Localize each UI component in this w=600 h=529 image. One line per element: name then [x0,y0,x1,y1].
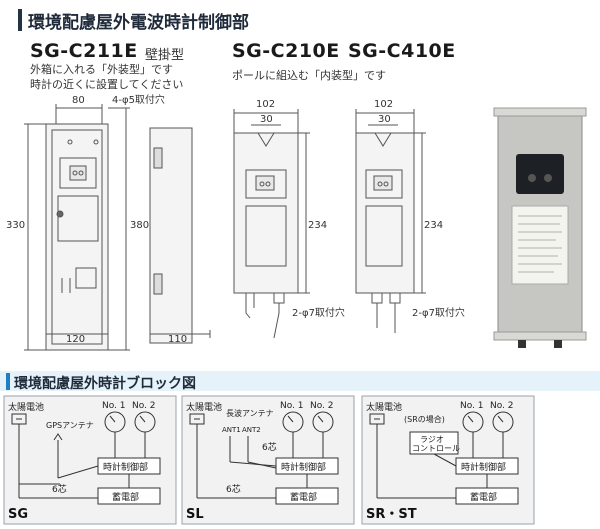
block-section-band [0,371,600,391]
model-name-right: SG-C410E [348,40,456,62]
sl-cable2-label: 6芯 [262,441,277,453]
dim-mid-height: 234 [308,220,327,231]
model-name-middle: SG-C210E [232,40,340,62]
sl-antenna-label: 長波アンテナ [226,408,274,418]
note-line: 時計の近くに設置してください [30,78,184,91]
sl-panel-label: SL [186,507,204,522]
dim-height-outer: 330 [6,220,25,231]
sl-ant1-label: ANT1 [222,426,241,434]
left-front-view [24,104,130,351]
dim-hole-note-left: 4-φ5取付穴 [112,93,165,106]
page-title: 環境配慮屋外電波時計制御部 [28,13,249,33]
sl-solar-label: 太陽電池 [186,401,222,413]
dim-right-inner: 30 [378,114,391,125]
sl-cable-label: 6芯 [226,483,241,495]
dim-mid-inner: 30 [260,114,273,125]
dim-right-height: 234 [424,220,443,231]
panel-sl: 太陽電池 長波アンテナ ANT1 ANT2 6芯 No. 1 No. 2 時計制… [181,395,355,525]
sg-panel-label: SG [8,507,28,522]
sr-case-label: (SRの場合) [404,414,445,424]
sr-radio-line1: ラジオ [420,435,444,444]
panel-sr-st: 太陽電池 (SRの場合) ラジオ コントロール No. 1 No. 2 時計制御… [361,395,535,525]
model-type-left: 壁掛型 [145,48,185,63]
block-diagrams: 太陽電池 GPSアンテナ No. 1 No. 2 時計制御部 蓄電部 6芯 SG… [3,395,535,525]
model-notes-left: 外箱に入れる「外装型」です 時計の近くに設置してください [30,62,183,92]
sl-battery-label: 蓄電部 [290,491,317,503]
dim-mid-width: 102 [256,99,275,110]
sg-no2-label: No. 2 [132,401,156,411]
sg-controller-label: 時計制御部 [103,461,148,473]
unit-photo [493,107,587,348]
sl-no1-label: No. 1 [280,401,304,411]
left-side-view [149,127,211,344]
dim-top-width: 80 [72,95,85,106]
dim-bottom-width: 120 [66,334,85,345]
block-section-title: 環境配慮屋外時計ブロック図 [14,376,196,392]
dim-height-inner: 380 [130,220,149,231]
technical-drawings: 80 4-φ5取付穴 330 380 120 110 102 30 234 2-… [6,93,587,351]
sg-no1-label: No. 1 [102,401,126,411]
note-line: 外箱に入れる「外装型」です [30,63,173,76]
sg-antenna-label: GPSアンテナ [46,421,94,430]
dim-right-hole-note: 2-φ7取付穴 [412,306,465,319]
header-accent-bar [18,9,22,31]
sr-no2-label: No. 2 [490,401,514,411]
middle-view [233,109,310,339]
sl-no2-label: No. 2 [310,401,334,411]
sr-battery-label: 蓄電部 [470,491,497,503]
block-section-accent [6,373,10,390]
dim-depth: 110 [168,334,187,345]
sl-controller-label: 時計制御部 [281,461,326,473]
sr-solar-label: 太陽電池 [366,401,402,413]
dim-mid-hole-note: 2-φ7取付穴 [292,306,345,319]
dim-right-width: 102 [374,99,393,110]
model-notes-middle: ポールに組込む「内装型」です [232,69,386,82]
sr-radio-line2: コントロール [412,444,460,453]
model-name-left: SG-C211E [30,40,138,62]
sg-battery-label: 蓄電部 [112,491,139,503]
sg-solar-label: 太陽電池 [8,401,44,413]
sl-ant2-label: ANT2 [242,426,261,434]
sr-panel-label: SR・ST [366,507,417,522]
sr-no1-label: No. 1 [460,401,484,411]
right-view [355,109,426,333]
panel-sg: 太陽電池 GPSアンテナ No. 1 No. 2 時計制御部 蓄電部 6芯 SG [3,395,177,525]
sg-cable-label: 6芯 [52,483,67,495]
sr-controller-label: 時計制御部 [461,461,506,473]
